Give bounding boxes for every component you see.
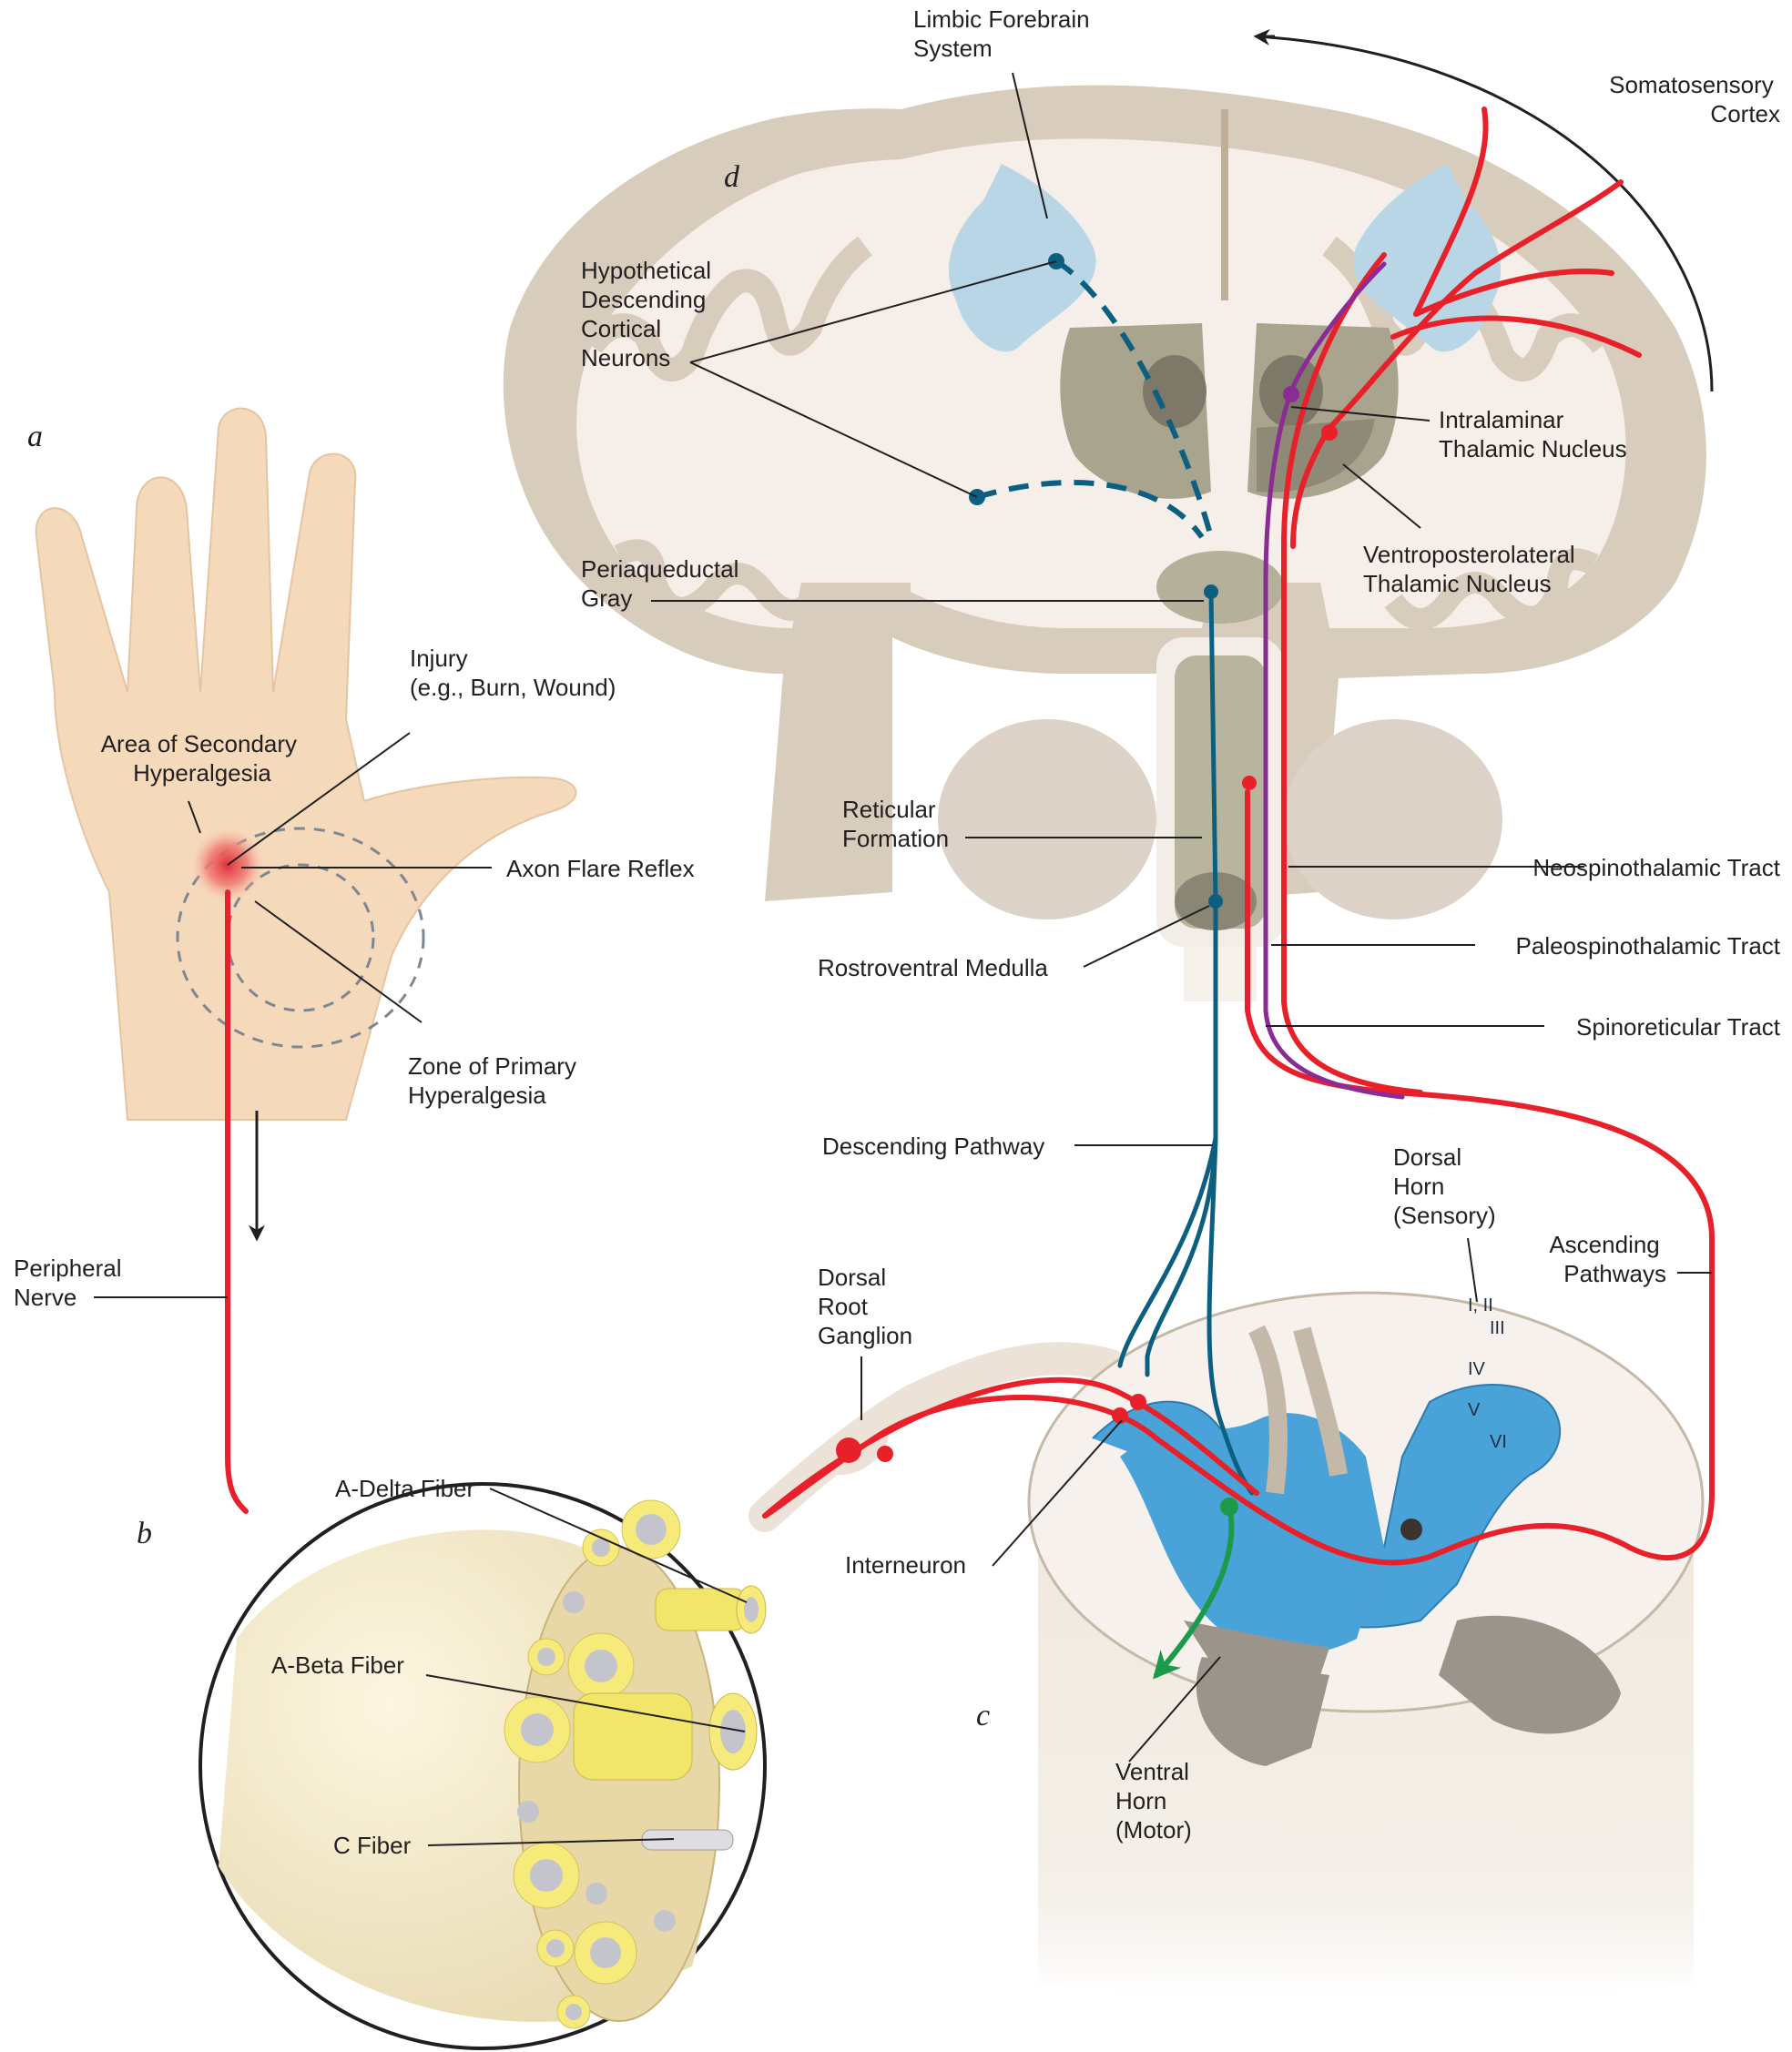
drg-cell-body-2 — [877, 1446, 893, 1462]
peripheral-nerve-path — [225, 889, 249, 1514]
vpl-projection-1 — [1327, 179, 1624, 431]
dorsal-root — [748, 1342, 1127, 1532]
ventral-horn-right — [1439, 1615, 1621, 1734]
nucleus-left-dark — [1143, 355, 1207, 428]
neospinothalamic-tract — [1281, 252, 1423, 1095]
panel-letter-c: c — [976, 1699, 990, 1732]
lamina-v: V — [1468, 1400, 1481, 1420]
ventral-horn-left-lower — [1196, 1657, 1329, 1766]
label-zone-primary-hyperalgesia: Zone of Primary Hyperalgesia — [408, 1052, 583, 1109]
lamina-vi: VI — [1490, 1432, 1507, 1452]
lamina-i-ii: I, II — [1468, 1295, 1493, 1316]
label-reticular-formation: Reticular Formation — [842, 796, 949, 852]
vpl-projection-4 — [1413, 107, 1489, 317]
gyri-lower-right — [1384, 548, 1599, 630]
label-descending-pathway: Descending Pathway — [822, 1133, 1044, 1160]
label-ascending-pathways: Ascending Pathways — [1549, 1231, 1666, 1287]
descending-cortical-neuron-1 — [1054, 259, 1214, 538]
label-intralaminar-thalamic-nucleus: Intralaminar Thalamic Nucleus — [1439, 406, 1627, 462]
leader-lines — [94, 72, 1712, 1846]
a-beta-fiber-shape — [573, 1692, 693, 1781]
label-area-secondary-hyperalgesia: Area of Secondary Hyperalgesia — [101, 730, 304, 787]
lamina-iii: III — [1490, 1318, 1505, 1338]
pag-neuron-body — [1204, 584, 1218, 599]
vpl-projection-2 — [1413, 269, 1614, 317]
dorsal-column-left — [1247, 1325, 1288, 1495]
dorsal-horn-left-blue — [1120, 1413, 1384, 1655]
cerebellum-left — [938, 719, 1156, 919]
spinoreticular-tract — [762, 789, 1715, 1566]
motor-neuron-body — [1220, 1498, 1238, 1516]
intralaminar-neuron-body — [1283, 386, 1299, 402]
fiber-bundles — [504, 1499, 681, 2029]
periaqueductal-gray-shape — [1156, 551, 1284, 624]
panel-letter-a: a — [27, 420, 43, 453]
label-ventral-horn-motor: Ventral Horn (Motor) — [1115, 1758, 1196, 1844]
descending-cortical-neuron-2 — [976, 480, 1205, 539]
limbic-region-left — [948, 164, 1096, 352]
secondary-hyperalgesia-boundary — [176, 827, 425, 1049]
label-injury: Injury (e.g., Burn, Wound) — [410, 645, 616, 701]
lamina-iv: IV — [1468, 1359, 1486, 1379]
dorsal-column-right — [1293, 1326, 1348, 1477]
panel-letter-d: d — [724, 160, 740, 194]
motor-output-arrow-icon — [1153, 1504, 1235, 1680]
gyri-lower-left — [614, 539, 829, 621]
hand-illustration — [35, 407, 577, 1121]
vpl-neuron-body — [1321, 424, 1338, 441]
vpl-to-tract — [1290, 425, 1332, 549]
interneuron-body-1 — [1112, 1407, 1128, 1424]
label-limbic-forebrain-system: Limbic Forebrain System — [913, 5, 1096, 62]
label-dorsal-horn-sensory: Dorsal Horn (Sensory) — [1393, 1143, 1496, 1229]
label-dorsal-root-ganglion: Dorsal Root Ganglion — [818, 1264, 912, 1349]
label-neospinothalamic-tract: Neospinothalamic Tract — [1532, 854, 1780, 881]
label-peripheral-nerve: Peripheral Nerve — [14, 1255, 128, 1311]
afferent-fiber-1 — [762, 1376, 1259, 1519]
vpl-projection-3 — [1390, 315, 1642, 358]
descending-pathway-branch-3 — [1117, 1135, 1218, 1368]
a-delta-fiber-shape — [655, 1588, 748, 1631]
panel-letter-b: b — [137, 1517, 152, 1550]
reticular-formation-shape — [1175, 655, 1266, 929]
brain-coronal-section — [503, 85, 1706, 1001]
label-a-beta-fiber: A-Beta Fiber — [271, 1651, 404, 1679]
rvm-neuron-body — [1208, 894, 1223, 909]
label-paleospinothalamic-tract: Paleospinothalamic Tract — [1516, 932, 1781, 960]
descending-pathway-branch-2 — [1207, 1135, 1255, 1496]
interneuron-body-2 — [1130, 1394, 1146, 1410]
label-axon-flare-reflex: Axon Flare Reflex — [506, 855, 695, 882]
label-interneuron: Interneuron — [845, 1551, 966, 1579]
label-a-delta-fiber: A-Delta Fiber — [335, 1475, 474, 1502]
label-hypothetical-descending-cortical-neurons: Hypothetical Descending Cortical Neurons — [581, 257, 718, 371]
somatosensory-arc-arrow-icon — [1253, 28, 1714, 392]
cerebellum-right — [1284, 719, 1502, 919]
label-periaqueductal-gray: Periaqueductal Gray — [581, 555, 746, 612]
label-ventroposterolateral-thalamic-nucleus: Ventroposterolateral Thalamic Nucleus — [1363, 541, 1582, 597]
label-rostroventral-medulla: Rostroventral Medulla — [818, 954, 1048, 981]
medulla-lower — [1184, 947, 1257, 1001]
gyri-left — [582, 236, 873, 381]
central-canal — [1400, 1519, 1422, 1540]
label-spinoreticular-tract: Spinoreticular Tract — [1576, 1013, 1781, 1041]
label-somatosensory-cortex: Somatosensory Cortex — [1609, 71, 1780, 127]
paleospinothalamic-tract — [1263, 261, 1405, 1100]
nerve-cross-section — [199, 1482, 767, 2050]
reticular-neuron-body — [1242, 776, 1257, 790]
label-c-fiber: C Fiber — [333, 1832, 412, 1859]
spinal-cord-section — [1027, 1291, 1705, 1998]
